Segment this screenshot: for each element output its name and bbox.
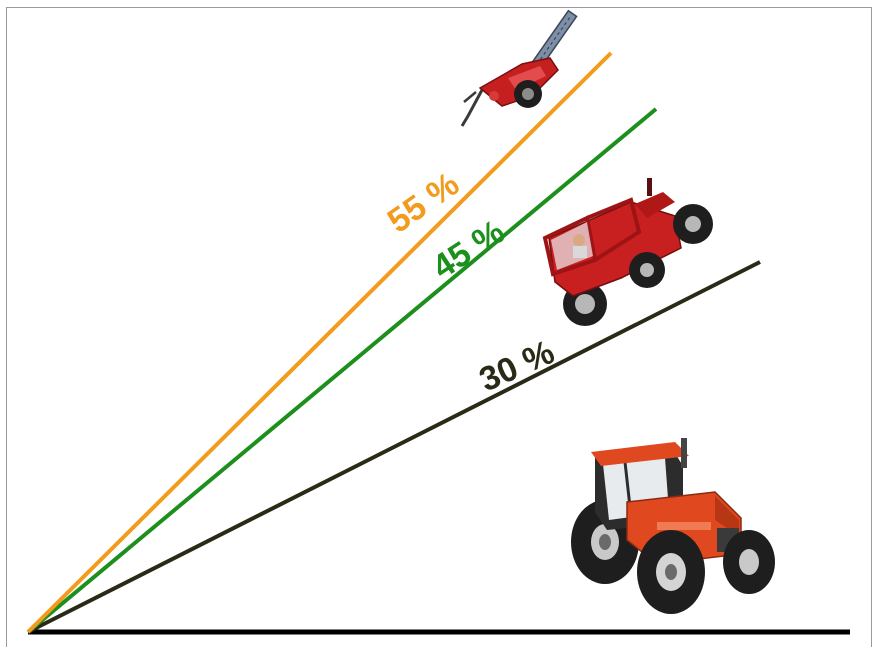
slope-line-45 [26, 107, 658, 634]
tractor-icon [571, 438, 775, 614]
slope-label-55: 55 % [381, 165, 466, 241]
motor-mower-icon [460, 9, 578, 127]
slope-line-55 [26, 51, 613, 634]
compact-tractor-icon [542, 178, 713, 326]
slope-line-30 [27, 260, 761, 634]
slope-label-30: 30 % [474, 333, 560, 399]
